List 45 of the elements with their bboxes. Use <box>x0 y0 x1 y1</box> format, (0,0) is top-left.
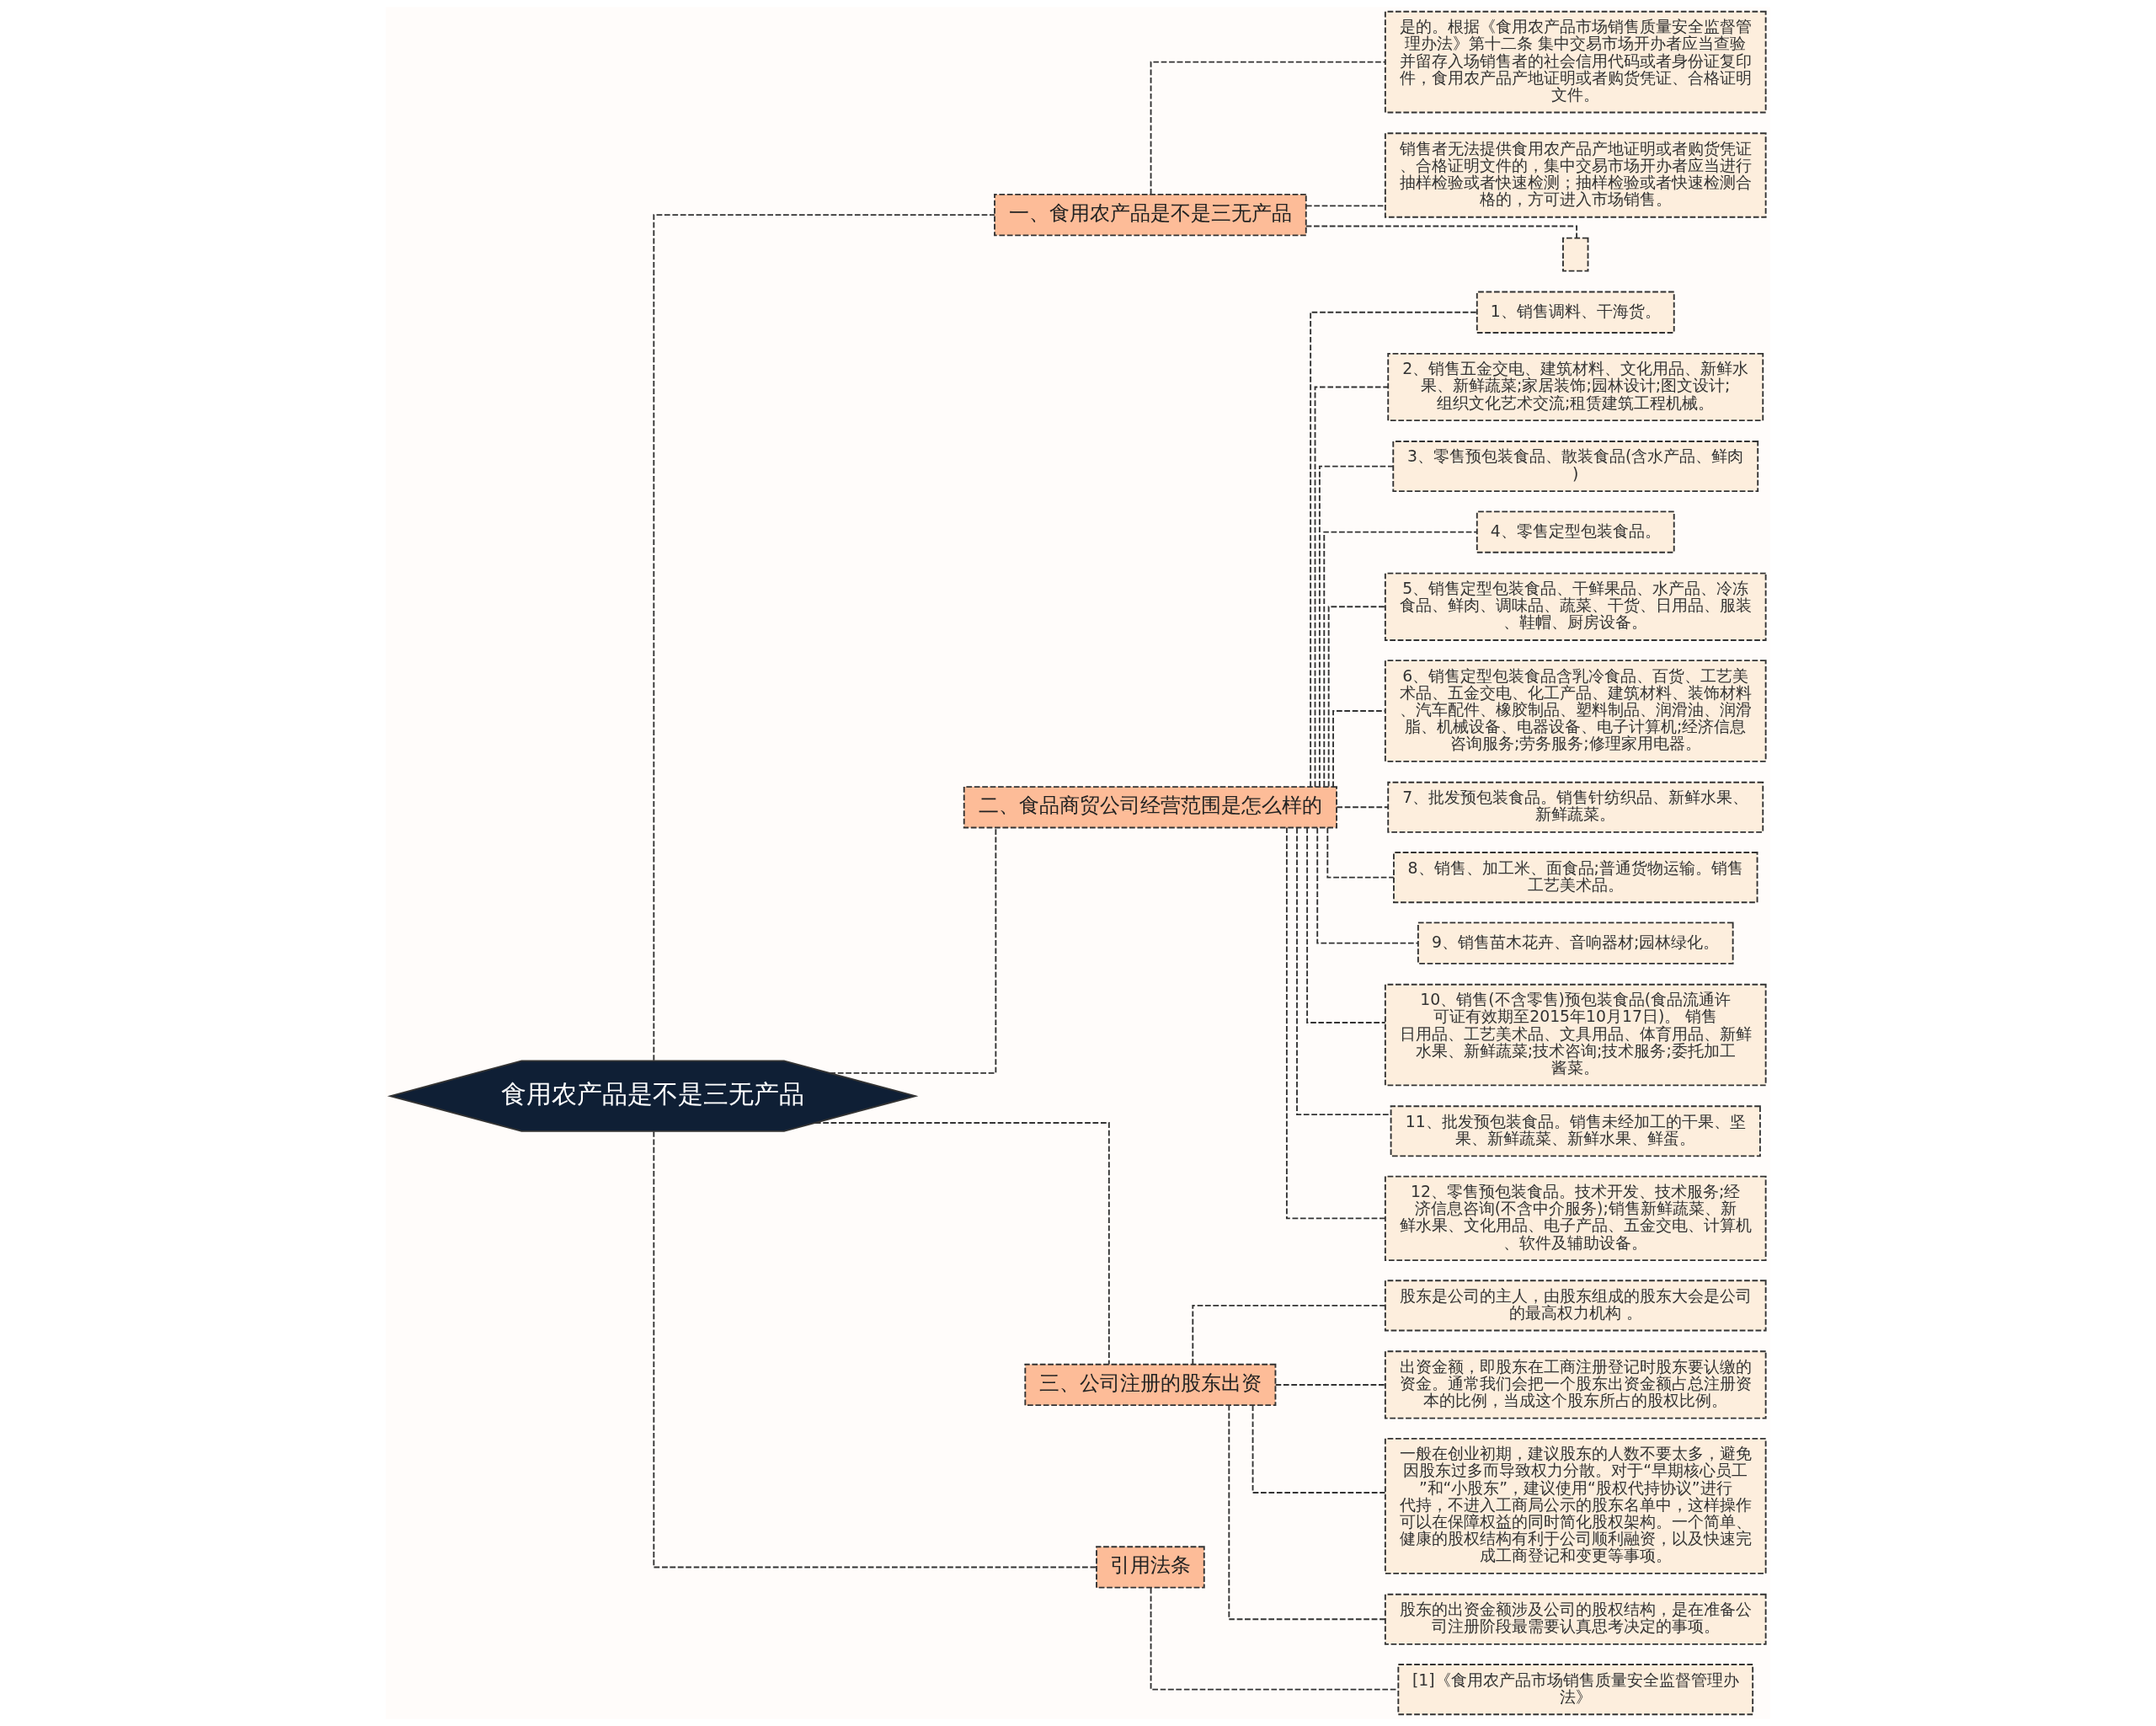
node-box: 1、销售调料、干海货。 <box>1476 291 1675 334</box>
node-box: 5、销售定型包装食品、干鲜果品、水产品、冷冻食品、鲜肉、调味品、蔬菜、干货、日用品、服装、鞋帽、厨房设备。 <box>1384 572 1767 641</box>
connector <box>1318 465 1394 788</box>
node-box: 7、批发预包装食品。销售针纺织品、新鲜水果、新鲜蔬菜。 <box>1387 781 1764 833</box>
node-box: 股东是公司的主人，由股东组成的股东大会是公司的最高权力机构 。 <box>1384 1280 1767 1332</box>
node-box: 8、销售、加工米、面食品;普通货物运输。销售工艺美术品。 <box>1393 852 1758 904</box>
node-box: 9、销售苗木花卉、音响器材;园林绿化。 <box>1417 922 1734 965</box>
connector <box>1327 606 1386 788</box>
connector <box>1326 826 1395 879</box>
node-box: 12、零售预包装食品。技术开发、技术服务;经济信息咨询(不含中介服务);销售新鲜蔬菜、新鲜水果、文化用品、电子产品、五金交电、计算机、软件及辅助设备。 <box>1384 1175 1767 1261</box>
node-box: 11、批发预包装食品。销售未经加工的干果、坚果、新鲜蔬菜、新鲜水果、鲜蛋。 <box>1390 1105 1761 1157</box>
connector <box>1332 710 1386 788</box>
connector <box>1285 826 1386 1220</box>
connector <box>1323 531 1478 788</box>
node-box: 2、销售五金交电、建筑材料、文化用品、新鲜水果、新鲜蔬菜;家居装饰;园林设计;图文设计;组织文化艺术交流;租赁建筑工程机械。 <box>1387 352 1764 422</box>
connector <box>653 214 995 1061</box>
node-box: 销售者无法提供食用农产品产地证明或者购货凭证、合格证明文件的，集中交易市场开办者应当进行抽样检验或者快速检测；抽样检验或者快速检测合格的，方可进入市场销售。 <box>1384 132 1767 218</box>
connector <box>653 1130 1097 1568</box>
node-box <box>1562 237 1589 272</box>
node-box: 三、公司注册的股东出资 <box>1024 1363 1277 1407</box>
connector <box>1150 61 1386 195</box>
node-box: 一、食用农产品是不是三无产品 <box>994 194 1307 237</box>
node-box: 引用法条 <box>1096 1546 1205 1589</box>
node-box: 3、零售预包装食品、散装食品(含水产品、鲜肉) <box>1392 441 1759 493</box>
node-box: 二、食品商贸公司经营范围是怎么样的 <box>963 786 1337 829</box>
connector <box>1251 1404 1386 1494</box>
node-box: 6、销售定型包装食品含乳冷食品、百货、工艺美术品、五金交电、化工产品、建筑材料、装饰材料、汽车配件、橡胶制品、塑料制品、润滑油、润滑脂、机械设备、电器设备、电子计算机;经济信息咨询服务;劳务服务;修理家用电器。 <box>1384 660 1767 762</box>
node-box: 4、零售定型包装食品。 <box>1476 510 1675 553</box>
connector <box>1310 311 1478 788</box>
node-box: 是的。根据《食用农产品市场销售质量安全监督管理办法》第十二条 集中交易市场开办者应当查验并留存入场销售者的社会信用代码或者身份证复印件，食用农产品产地证明或者购货凭证、合格证明文件。 <box>1384 10 1767 114</box>
connector <box>814 1122 1110 1365</box>
node-box: 出资金额，即股东在工商注册登记时股东要认缴的资金。通常我们会把一个股东出资金额占总注册资本的比例，当成这个股东所占的股权比例。 <box>1384 1350 1767 1419</box>
node-box: 一般在创业初期，建议股东的人数不要太多，避免因股东过多而导致权力分散。对于“早期核心员工”和“小股东”，建议使用“股权代持协议”进行代持，不进入工商局公示的股东名单中，这样操作可以在保障权益的同时简化股权架构。一个简单、健康的股权结构有利于公司顺利融资，以及快速完成工商登记和变更等事项。 <box>1384 1437 1767 1574</box>
connector <box>1305 225 1578 239</box>
node-box: [1]《食用农产品市场销售质量安全监督管理办法》 <box>1397 1664 1754 1716</box>
connector <box>1336 806 1389 809</box>
connector <box>1306 826 1386 1023</box>
node-box: 10、销售(不含零售)预包装食品(食品流通许可证有效期至2015年10月17日)。 销售日用品、工艺美术品、文具用品、体育用品、新鲜水果、新鲜蔬菜;技术咨询;技术服务;委托加工酱菜。 <box>1384 983 1767 1087</box>
connector <box>1314 386 1389 788</box>
connector <box>1228 1404 1386 1621</box>
connector <box>829 826 997 1074</box>
connector <box>1316 826 1419 944</box>
connector <box>1192 1304 1386 1365</box>
node-box: 股东的出资金额涉及公司的股权结构，是在准备公司注册阶段最需要认真思考决定的事项。 <box>1384 1593 1767 1645</box>
connector <box>1274 1384 1386 1386</box>
